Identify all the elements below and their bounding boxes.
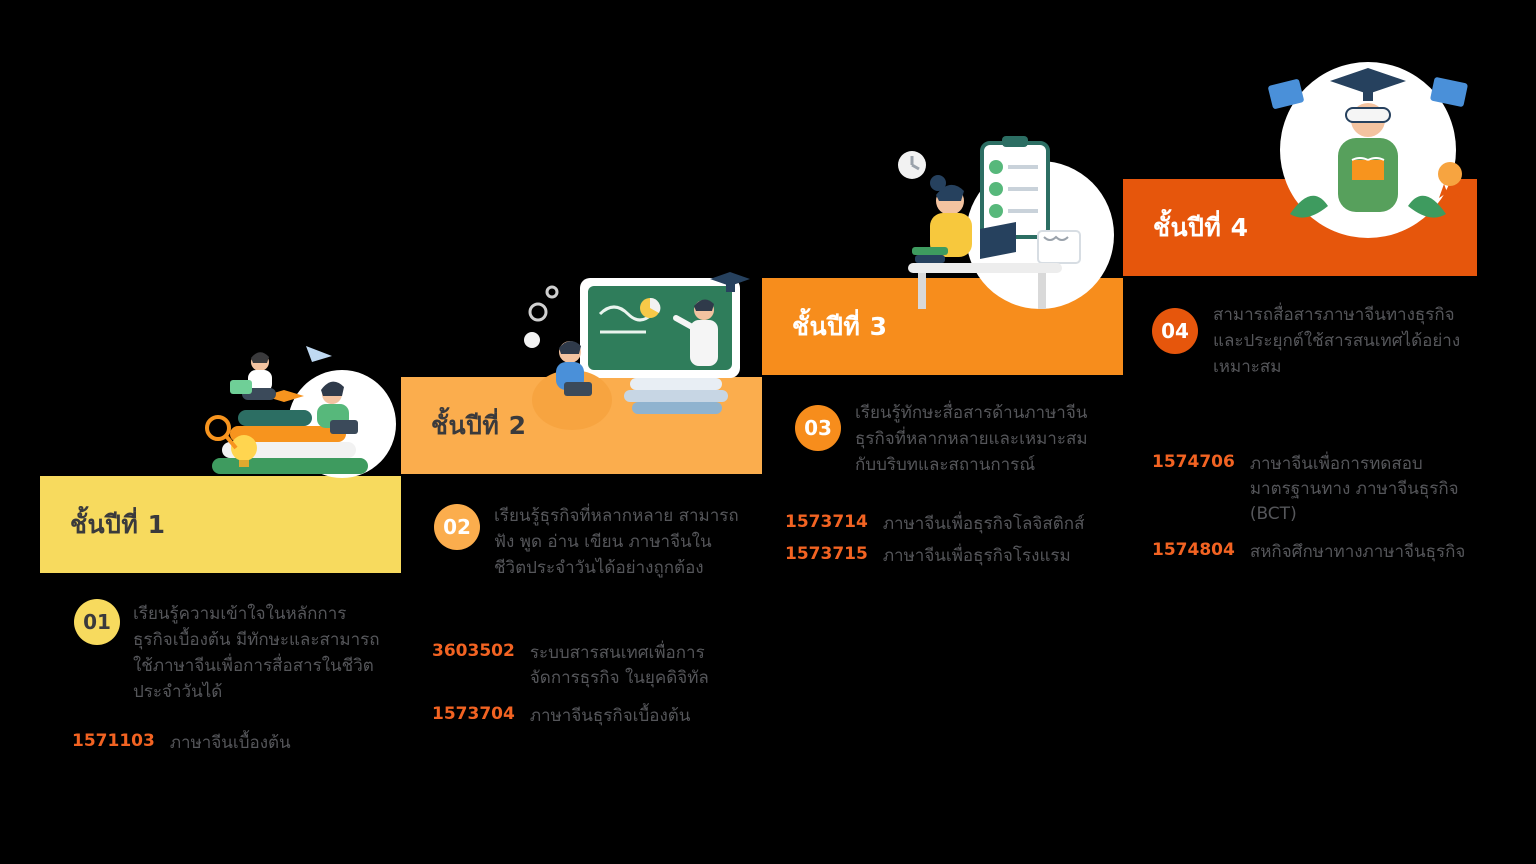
course-row: 1574804 สหกิจศึกษาทางภาษาจีนธุรกิจ bbox=[1152, 540, 1468, 565]
year2-title: ชั้นปีที่ 2 bbox=[431, 410, 527, 440]
year3-woman-laptop-checklist-illustration bbox=[888, 133, 1126, 315]
course-code: 1574804 bbox=[1152, 540, 1235, 560]
year1-block: ชั้นปีที่ 1 bbox=[40, 476, 401, 573]
course-name: ภาษาจีนเพื่อธุรกิจโรงแรม bbox=[882, 546, 1071, 566]
year4-number: 04 bbox=[1161, 319, 1189, 343]
course-name: ภาษาจีนธุรกิจเบื้องต้น bbox=[529, 706, 691, 726]
year4-title: ชั้นปีที่ 4 bbox=[1153, 212, 1249, 242]
course-name: สหกิจศึกษาทางภาษาจีนธุรกิจ bbox=[1249, 542, 1466, 562]
year3-description: เรียนรู้ทักษะสื่อสารด้านภาษาจีนธุรกิจที่… bbox=[855, 403, 1088, 475]
year2-description: เรียนรู้ธุรกิจที่หลากหลาย สามารถฟัง พูด … bbox=[494, 506, 739, 578]
course-row: 1574706 ภาษาจีนเพื่อการทดสอบมาตรฐานทาง ภ… bbox=[1152, 452, 1468, 527]
course-row: 3603502 ระบบสารสนเทศเพื่อการจัดการธุรกิจ… bbox=[432, 641, 748, 691]
year4-description: สามารถสื่อสารภาษาจีนทางธุรกิจและประยุกต์… bbox=[1213, 305, 1461, 377]
year1-title: ชั้นปีที่ 1 bbox=[70, 509, 166, 539]
year4-course-list: 1574706 ภาษาจีนเพื่อการทดสอบมาตรฐานทาง ภ… bbox=[1152, 452, 1468, 565]
year3-number: 03 bbox=[804, 416, 832, 440]
course-row: 1571103 ภาษาจีนเบื้องต้น bbox=[72, 731, 291, 756]
course-code: 1574706 bbox=[1152, 452, 1235, 472]
course-name: ภาษาจีนเบื้องต้น bbox=[169, 733, 291, 753]
course-code: 1573704 bbox=[432, 704, 515, 724]
course-row: 1573715 ภาษาจีนเพื่อธุรกิจโรงแรม bbox=[785, 544, 1084, 569]
course-row: 1573714 ภาษาจีนเพื่อธุรกิจโลจิสติกส์ bbox=[785, 512, 1084, 537]
year3-title: ชั้นปีที่ 3 bbox=[792, 311, 888, 341]
course-code: 1573715 bbox=[785, 544, 868, 564]
course-name: ภาษาจีนเพื่อธุรกิจโลจิสติกส์ bbox=[882, 514, 1085, 534]
year4-graduate-vr-illustration bbox=[1262, 52, 1474, 244]
year2-number-badge: 02 bbox=[434, 504, 480, 550]
year1-course-list: 1571103 ภาษาจีนเบื้องต้น bbox=[72, 731, 291, 756]
year1-number: 01 bbox=[83, 610, 111, 634]
year2-number: 02 bbox=[443, 515, 471, 539]
year4-number-badge: 04 bbox=[1152, 308, 1198, 354]
course-code: 3603502 bbox=[432, 641, 515, 661]
course-name: ระบบสารสนเทศเพื่อการจัดการธุรกิจ ในยุคดิ… bbox=[529, 643, 709, 688]
year1-description: เรียนรู้ความเข้าใจในหลักการธุรกิจเบื้องต… bbox=[133, 604, 380, 702]
course-code: 1571103 bbox=[72, 731, 155, 751]
course-name: ภาษาจีนเพื่อการทดสอบมาตรฐานทาง ภาษาจีนธุ… bbox=[1249, 454, 1459, 524]
year3-number-badge: 03 bbox=[795, 405, 841, 451]
year1-number-badge: 01 bbox=[74, 599, 120, 645]
year1-students-on-books-illustration bbox=[180, 336, 410, 478]
course-code: 1573714 bbox=[785, 512, 868, 532]
year2-online-classroom-illustration bbox=[518, 268, 762, 433]
year2-course-list: 3603502 ระบบสารสนเทศเพื่อการจัดการธุรกิจ… bbox=[432, 641, 748, 729]
course-row: 1573704 ภาษาจีนธุรกิจเบื้องต้น bbox=[432, 704, 748, 729]
year3-course-list: 1573714 ภาษาจีนเพื่อธุรกิจโลจิสติกส์ 157… bbox=[785, 512, 1084, 569]
